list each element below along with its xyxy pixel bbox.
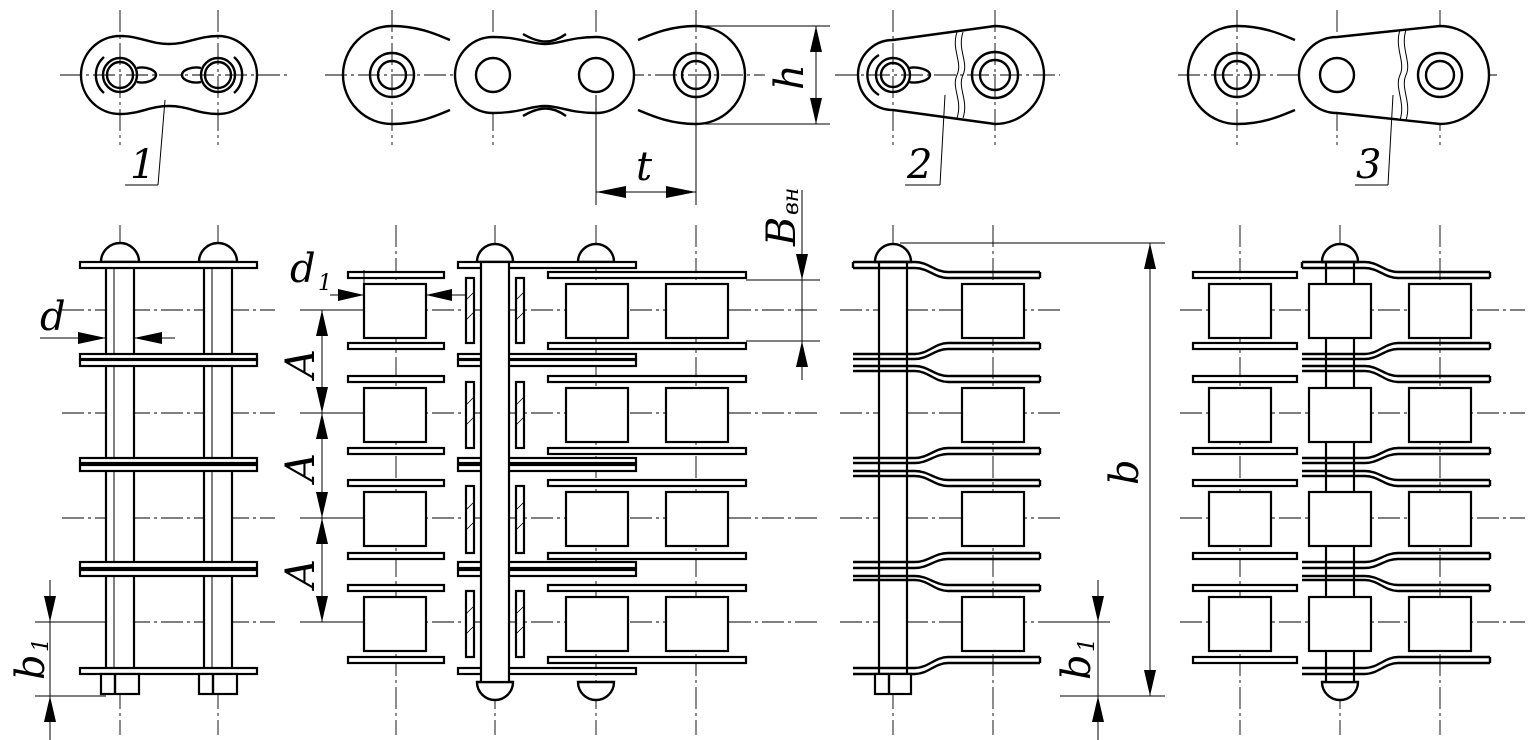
pin-plan-view: d b 1: [8, 225, 275, 740]
inner-plates: [346, 270, 748, 665]
cranked-link-plan-view: b b 1: [840, 225, 1165, 740]
A-dimension-3-label: A: [278, 559, 324, 592]
connecting-link-side-view: 1: [60, 10, 290, 188]
b-dimension-label: b: [1102, 459, 1148, 485]
callout-2-label: 2: [906, 142, 932, 188]
sectioned-bushes: [464, 276, 526, 659]
b1-left-label: b: [8, 654, 54, 680]
h-dimension-label: h: [767, 64, 813, 90]
offset-link-side-view: 3: [1178, 10, 1500, 188]
offset-plates: [1300, 260, 1492, 676]
cranked-plates: [851, 260, 1042, 676]
A-dimension-2-label: A: [278, 453, 324, 486]
B-vn-subscript: вн: [779, 188, 804, 215]
callout-1-label: 1: [130, 142, 155, 188]
d1-subscript: 1: [318, 271, 332, 296]
chain-side-view: h t: [325, 10, 830, 205]
d1-dimension-label: d: [290, 246, 316, 292]
t-dimension-label: t: [636, 144, 653, 190]
b1-right-label: b: [1054, 654, 1100, 680]
b1-right-subscript: 1: [1075, 638, 1100, 652]
cranked-link-side-view: 2: [835, 10, 1060, 188]
sectioned-plan-view: d 1 A A A B вн: [278, 188, 820, 735]
B-vn-dimension-label: B: [759, 217, 805, 247]
rollers: [362, 282, 730, 653]
offset-link-plan-view: [1180, 225, 1525, 735]
A-dimension-1-label: A: [278, 349, 324, 382]
callout-3-label: 3: [1356, 142, 1381, 188]
d-dimension-label: d: [40, 294, 66, 340]
b1-left-subscript: 1: [29, 638, 54, 652]
